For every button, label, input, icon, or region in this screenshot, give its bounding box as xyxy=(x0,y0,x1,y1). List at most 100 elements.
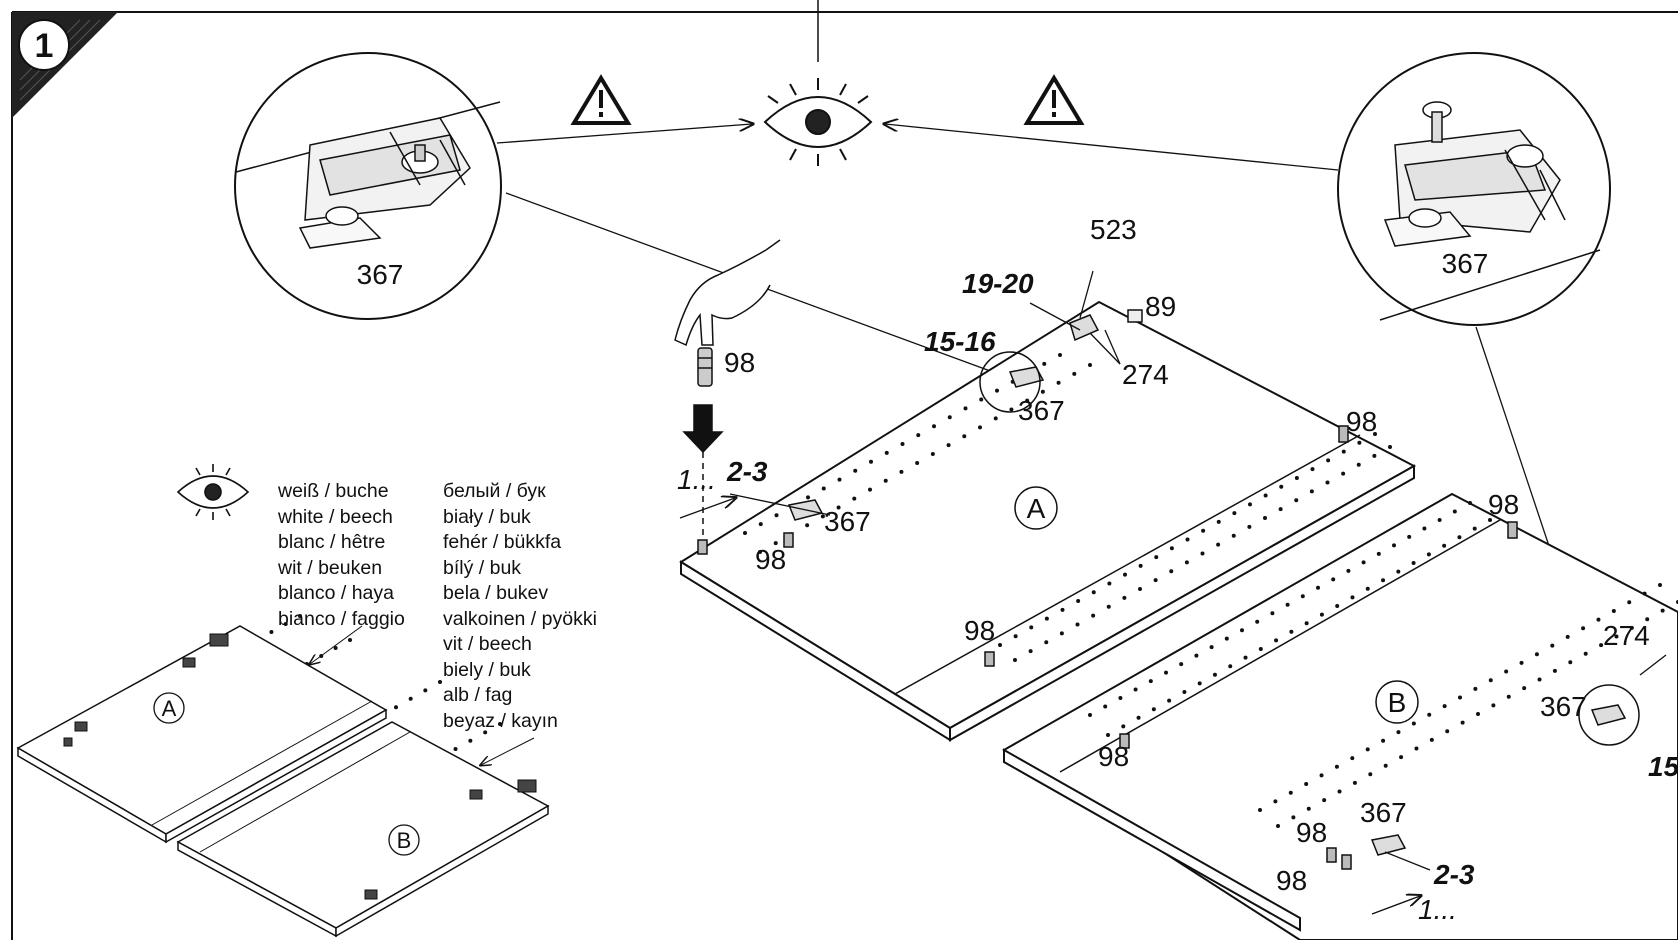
hole xyxy=(1288,790,1293,795)
hole xyxy=(1350,595,1355,600)
hole xyxy=(1136,715,1141,720)
dowel-98 xyxy=(1338,425,1349,443)
hole xyxy=(1294,475,1299,480)
dowel-label-98: 98 xyxy=(724,347,755,378)
hole xyxy=(1164,670,1168,675)
hole xyxy=(1228,664,1233,669)
hole xyxy=(1442,704,1447,709)
bracket-523 xyxy=(1069,314,1100,342)
hole xyxy=(1009,407,1014,412)
order-label: 1... xyxy=(1418,894,1457,925)
hole xyxy=(1310,467,1315,472)
hole xyxy=(1316,585,1320,590)
hole xyxy=(1396,730,1401,735)
hole xyxy=(1025,398,1030,403)
part-label-523: 523 xyxy=(1090,214,1137,245)
hole xyxy=(1583,651,1588,656)
hole xyxy=(1028,649,1033,654)
hole xyxy=(298,614,302,618)
hole xyxy=(1334,764,1339,769)
color-legend-entry: bianco / faggio xyxy=(278,607,405,630)
color-legend-entry: bela / bukev xyxy=(443,582,549,604)
hole xyxy=(1179,662,1184,667)
hole xyxy=(899,469,904,474)
hole xyxy=(1059,631,1064,636)
hole xyxy=(1088,363,1092,367)
bracket-367 xyxy=(1590,704,1627,726)
hole xyxy=(1309,489,1314,494)
hole xyxy=(1072,371,1077,376)
hole xyxy=(1276,824,1280,828)
hole xyxy=(900,442,905,446)
hole xyxy=(1442,543,1447,548)
bracket-367 xyxy=(1008,366,1045,388)
hole xyxy=(806,495,810,500)
part-label-367: 367 xyxy=(1360,797,1407,828)
hole xyxy=(1040,389,1045,394)
hole xyxy=(1106,733,1110,737)
hole xyxy=(1381,738,1386,743)
hole xyxy=(963,406,968,411)
hole xyxy=(1194,653,1199,658)
hole xyxy=(869,459,873,464)
hole xyxy=(1411,561,1416,565)
step-number: 1 xyxy=(35,27,54,65)
hole xyxy=(1304,621,1309,626)
hole xyxy=(836,505,841,510)
hole xyxy=(1291,815,1296,820)
hole xyxy=(852,496,857,501)
dowel-label-98: 98 xyxy=(1296,817,1327,848)
hole xyxy=(453,747,458,752)
hole xyxy=(1337,789,1342,794)
hole xyxy=(1335,604,1340,608)
dowel-98 xyxy=(697,539,708,555)
hole xyxy=(1381,578,1386,583)
panel-a: A xyxy=(679,300,1417,742)
color-legend-entry: vit / beech xyxy=(443,633,532,655)
hole xyxy=(1255,619,1260,624)
hole xyxy=(1169,546,1174,551)
hole xyxy=(1396,569,1401,574)
dowel-label-98: 98 xyxy=(1098,741,1129,772)
eye-icon xyxy=(763,78,873,166)
hole xyxy=(1645,617,1650,622)
hole xyxy=(1325,480,1330,485)
hole xyxy=(1488,678,1493,683)
down-arrow-icon xyxy=(682,404,724,454)
hole xyxy=(1151,707,1156,712)
hole xyxy=(947,415,952,420)
hole xyxy=(1169,569,1174,574)
callout-lines xyxy=(679,270,1667,915)
hole xyxy=(1411,721,1416,726)
hole xyxy=(1365,747,1370,752)
dowel-label-98: 98 xyxy=(964,615,995,646)
hole xyxy=(1248,502,1252,507)
hole xyxy=(1476,712,1480,716)
hole xyxy=(1258,647,1263,651)
hole xyxy=(1341,471,1346,476)
hardware xyxy=(674,239,1640,870)
hole xyxy=(1058,353,1062,357)
hole xyxy=(1138,563,1143,568)
panel-label-b: B xyxy=(1388,687,1407,718)
hole xyxy=(837,477,842,482)
part-label-274: 274 xyxy=(1603,620,1650,651)
hole xyxy=(1319,773,1324,778)
dowel-98 xyxy=(1326,847,1337,863)
hole xyxy=(868,487,872,492)
hole xyxy=(1270,611,1275,616)
hole xyxy=(1331,577,1336,582)
hole xyxy=(1182,690,1187,694)
hole xyxy=(1458,695,1462,700)
hole xyxy=(1216,542,1221,547)
hole xyxy=(1473,686,1478,691)
hole xyxy=(1258,808,1262,812)
hole xyxy=(1660,608,1665,613)
hole xyxy=(333,646,338,650)
hole xyxy=(1060,607,1065,612)
hole xyxy=(1289,629,1294,634)
hole xyxy=(1506,694,1511,699)
hole xyxy=(1091,590,1096,595)
hole xyxy=(1491,703,1496,708)
